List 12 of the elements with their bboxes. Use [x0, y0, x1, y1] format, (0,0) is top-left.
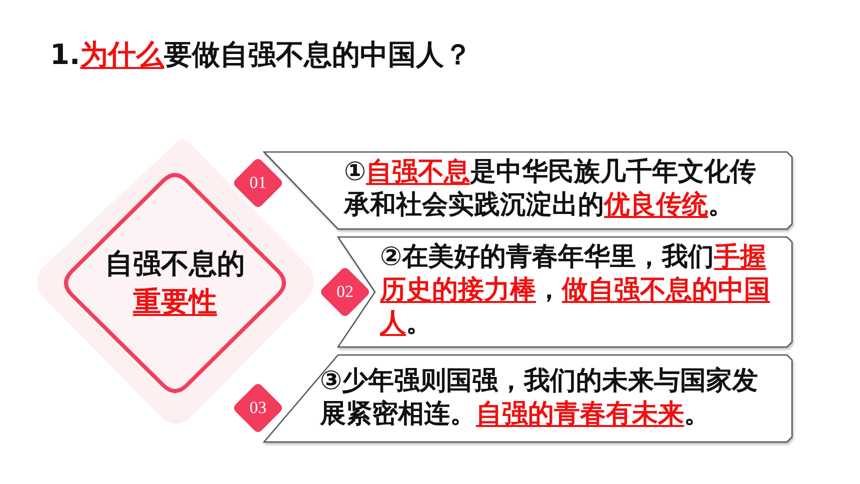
text-panel: [338, 237, 792, 347]
text-panel: [264, 152, 792, 229]
text-panel: [264, 355, 792, 442]
diamond-heading: 自强不息的: [105, 247, 245, 280]
diamond-subheading: 重要性: [133, 285, 217, 318]
number-badge: 03: [233, 383, 283, 433]
number-badge: 01: [233, 158, 283, 208]
panel-text: ③少年强则国强，我们的未来与国家发展紧密相连。自强的青春有未来。: [320, 365, 760, 431]
panel-text: ①自强不息是中华民族几千年文化传承和社会实践沉淀出的优良传统。: [344, 156, 758, 222]
panel-text: ②在美好的青春年华里，我们手握历史的接力棒，做自强不息的中国人。: [380, 241, 771, 340]
title: 1.为什么要做自强不息的中国人？: [50, 37, 472, 73]
number-badge: 02: [320, 267, 370, 317]
